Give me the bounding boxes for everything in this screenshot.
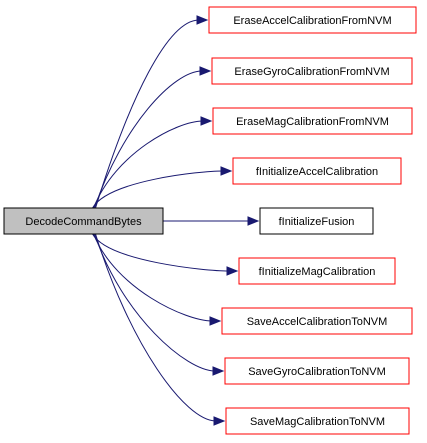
call-edge [95,19,200,209]
arrowhead-icon [200,116,213,126]
source-node-label: DecodeCommandBytes [25,216,142,228]
call-edge [95,233,217,422]
target-node-label: EraseAccelCalibrationFromNVM [233,15,391,27]
target-node[interactable]: SaveMagCalibrationToNVM [225,407,410,435]
target-node-box[interactable] [221,307,413,335]
arrowhead-icon [196,15,209,25]
arrowhead-icon [213,416,226,426]
target-node[interactable]: SaveAccelCalibrationToNVM [221,307,413,335]
call-edge [92,170,224,209]
target-node-box[interactable] [224,357,410,385]
call-edge [94,233,216,372]
call-edge [92,233,230,272]
arrowhead-icon [212,366,225,376]
target-node-label: fInitializeMagCalibration [259,266,376,278]
target-node[interactable]: fInitializeAccelCalibration [232,157,402,185]
call-edge [93,233,213,322]
target-node[interactable]: EraseAccelCalibrationFromNVM [208,6,417,34]
target-node[interactable]: EraseMagCalibrationFromNVM [212,107,413,135]
target-node-label: EraseMagCalibrationFromNVM [236,116,389,128]
source-node[interactable]: DecodeCommandBytes [3,207,164,235]
call-edge [94,70,203,209]
target-node[interactable]: fInitializeMagCalibration [238,257,396,285]
target-node-label: fInitializeFusion [279,216,355,228]
target-node-box[interactable] [212,107,413,135]
source-node-box[interactable] [3,207,164,235]
target-node-label: SaveGyroCalibrationToNVM [248,366,386,378]
target-node-label: fInitializeAccelCalibration [256,166,378,178]
arrowhead-icon [220,166,233,176]
target-node-box[interactable] [232,157,402,185]
target-node-label: SaveMagCalibrationToNVM [250,416,385,428]
target-node-label: EraseGyroCalibrationFromNVM [234,66,389,78]
target-node-box[interactable] [208,6,417,34]
target-node-box[interactable] [259,207,374,235]
call-edge [93,120,204,209]
arrowhead-icon [247,216,260,226]
target-node[interactable]: SaveGyroCalibrationToNVM [224,357,410,385]
target-node-box[interactable] [225,407,410,435]
function-nodes: DecodeCommandBytes EraseAccelCalibration… [3,6,417,435]
call-edges [92,15,260,426]
arrowhead-icon [226,266,239,276]
target-node[interactable]: EraseGyroCalibrationFromNVM [211,57,413,85]
target-node[interactable]: fInitializeFusion [259,207,374,235]
target-node-box[interactable] [238,257,396,285]
arrowhead-icon [199,66,212,76]
arrowhead-icon [209,316,222,326]
target-node-label: SaveAccelCalibrationToNVM [247,316,388,328]
target-node-box[interactable] [211,57,413,85]
